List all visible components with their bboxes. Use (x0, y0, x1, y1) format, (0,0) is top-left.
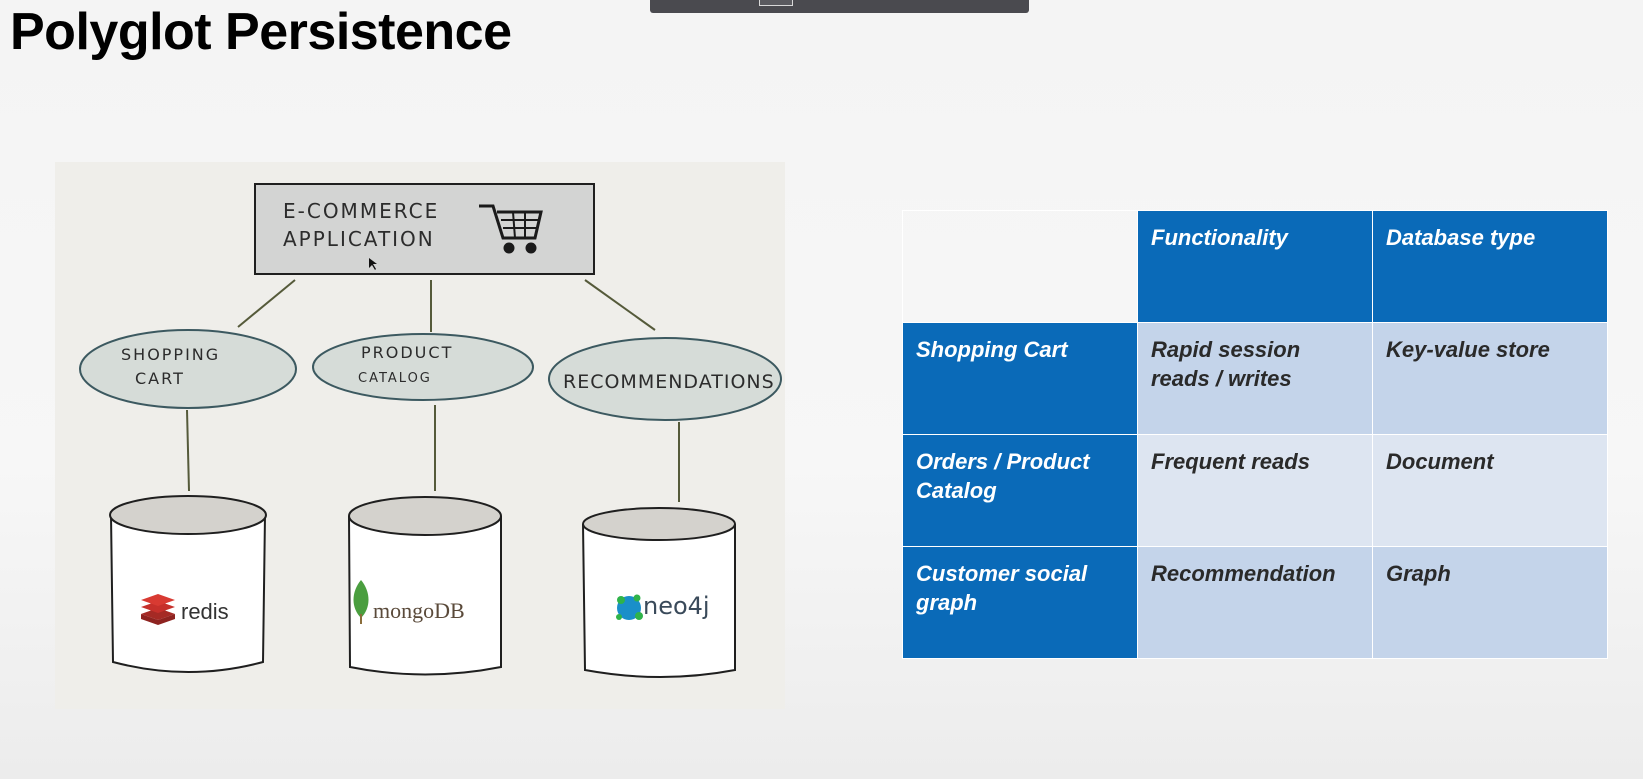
mongodb-leaf-icon (353, 580, 369, 618)
redis-logo: redis (132, 590, 242, 630)
app-box-line1: E-COMMERCE (283, 199, 439, 223)
table-row: Orders / Product Catalog Frequent reads … (902, 434, 1608, 547)
database-cylinder-neo4j (582, 507, 736, 678)
service-label-line2: CART (135, 369, 185, 388)
neo4j-logo: neo4j (616, 592, 710, 620)
table-row: Shopping Cart Rapid session reads / writ… (902, 322, 1608, 435)
service-label-line1: SHOPPING (121, 345, 220, 364)
database-cylinder-mongodb (348, 496, 502, 676)
connector-app-cart (237, 279, 296, 328)
shopping-cart-icon (479, 204, 543, 254)
ecommerce-app-box: E-COMMERCE APPLICATION (254, 183, 595, 275)
table-corner-cell (902, 210, 1138, 323)
service-label-line2: CATALOG (358, 371, 432, 386)
header-database-type: Database type (1372, 210, 1608, 323)
mongodb-logo-text: mongoDB (373, 598, 465, 623)
header-functionality: Functionality (1137, 210, 1373, 323)
row-label: Orders / Product Catalog (902, 434, 1138, 547)
mouse-cursor-icon (369, 258, 377, 270)
slide-title: Polyglot Persistence (10, 3, 512, 61)
service-product-catalog: PRODUCT CATALOG (312, 333, 534, 401)
database-type-cell: Graph (1372, 546, 1608, 659)
service-label-line1: PRODUCT (361, 343, 453, 362)
app-box-line2: APPLICATION (283, 227, 435, 251)
connector-lines (186, 279, 680, 502)
neo4j-logo-text: neo4j (643, 592, 710, 620)
connector-cart-db (186, 409, 190, 492)
neo4j-graph-icon (616, 594, 643, 620)
functionality-cell: Rapid session reads / writes (1137, 322, 1373, 435)
row-label: Customer social graph (902, 546, 1138, 659)
functionality-cell: Recommendation (1137, 546, 1373, 659)
sketch-svg: E-COMMERCE APPLICATION SHOPPING CART PRO… (79, 183, 782, 678)
table-header-row: Functionality Database type (902, 210, 1608, 323)
service-recommendations: RECOMMENDATIONS (548, 337, 782, 421)
database-type-cell: Document (1372, 434, 1608, 547)
persistence-table: Functionality Database type Shopping Car… (902, 210, 1608, 659)
window-top-bar (650, 0, 1029, 13)
row-label: Shopping Cart (902, 322, 1138, 435)
connector-app-recs (584, 279, 656, 331)
service-label-line1: RECOMMENDATIONS (563, 371, 775, 393)
window-drag-handle[interactable] (759, 0, 793, 6)
redis-logo-text: redis (181, 599, 229, 624)
table-row: Customer social graph Recommendation Gra… (902, 546, 1608, 659)
redis-logo-icon (141, 594, 175, 625)
service-shopping-cart: SHOPPING CART (79, 329, 297, 409)
functionality-cell: Frequent reads (1137, 434, 1373, 547)
database-cylinder-redis (109, 495, 267, 673)
database-type-cell: Key-value store (1372, 322, 1608, 435)
architecture-sketch: E-COMMERCE APPLICATION SHOPPING CART PRO… (55, 162, 785, 709)
mongodb-logo: mongoDB (353, 580, 465, 624)
